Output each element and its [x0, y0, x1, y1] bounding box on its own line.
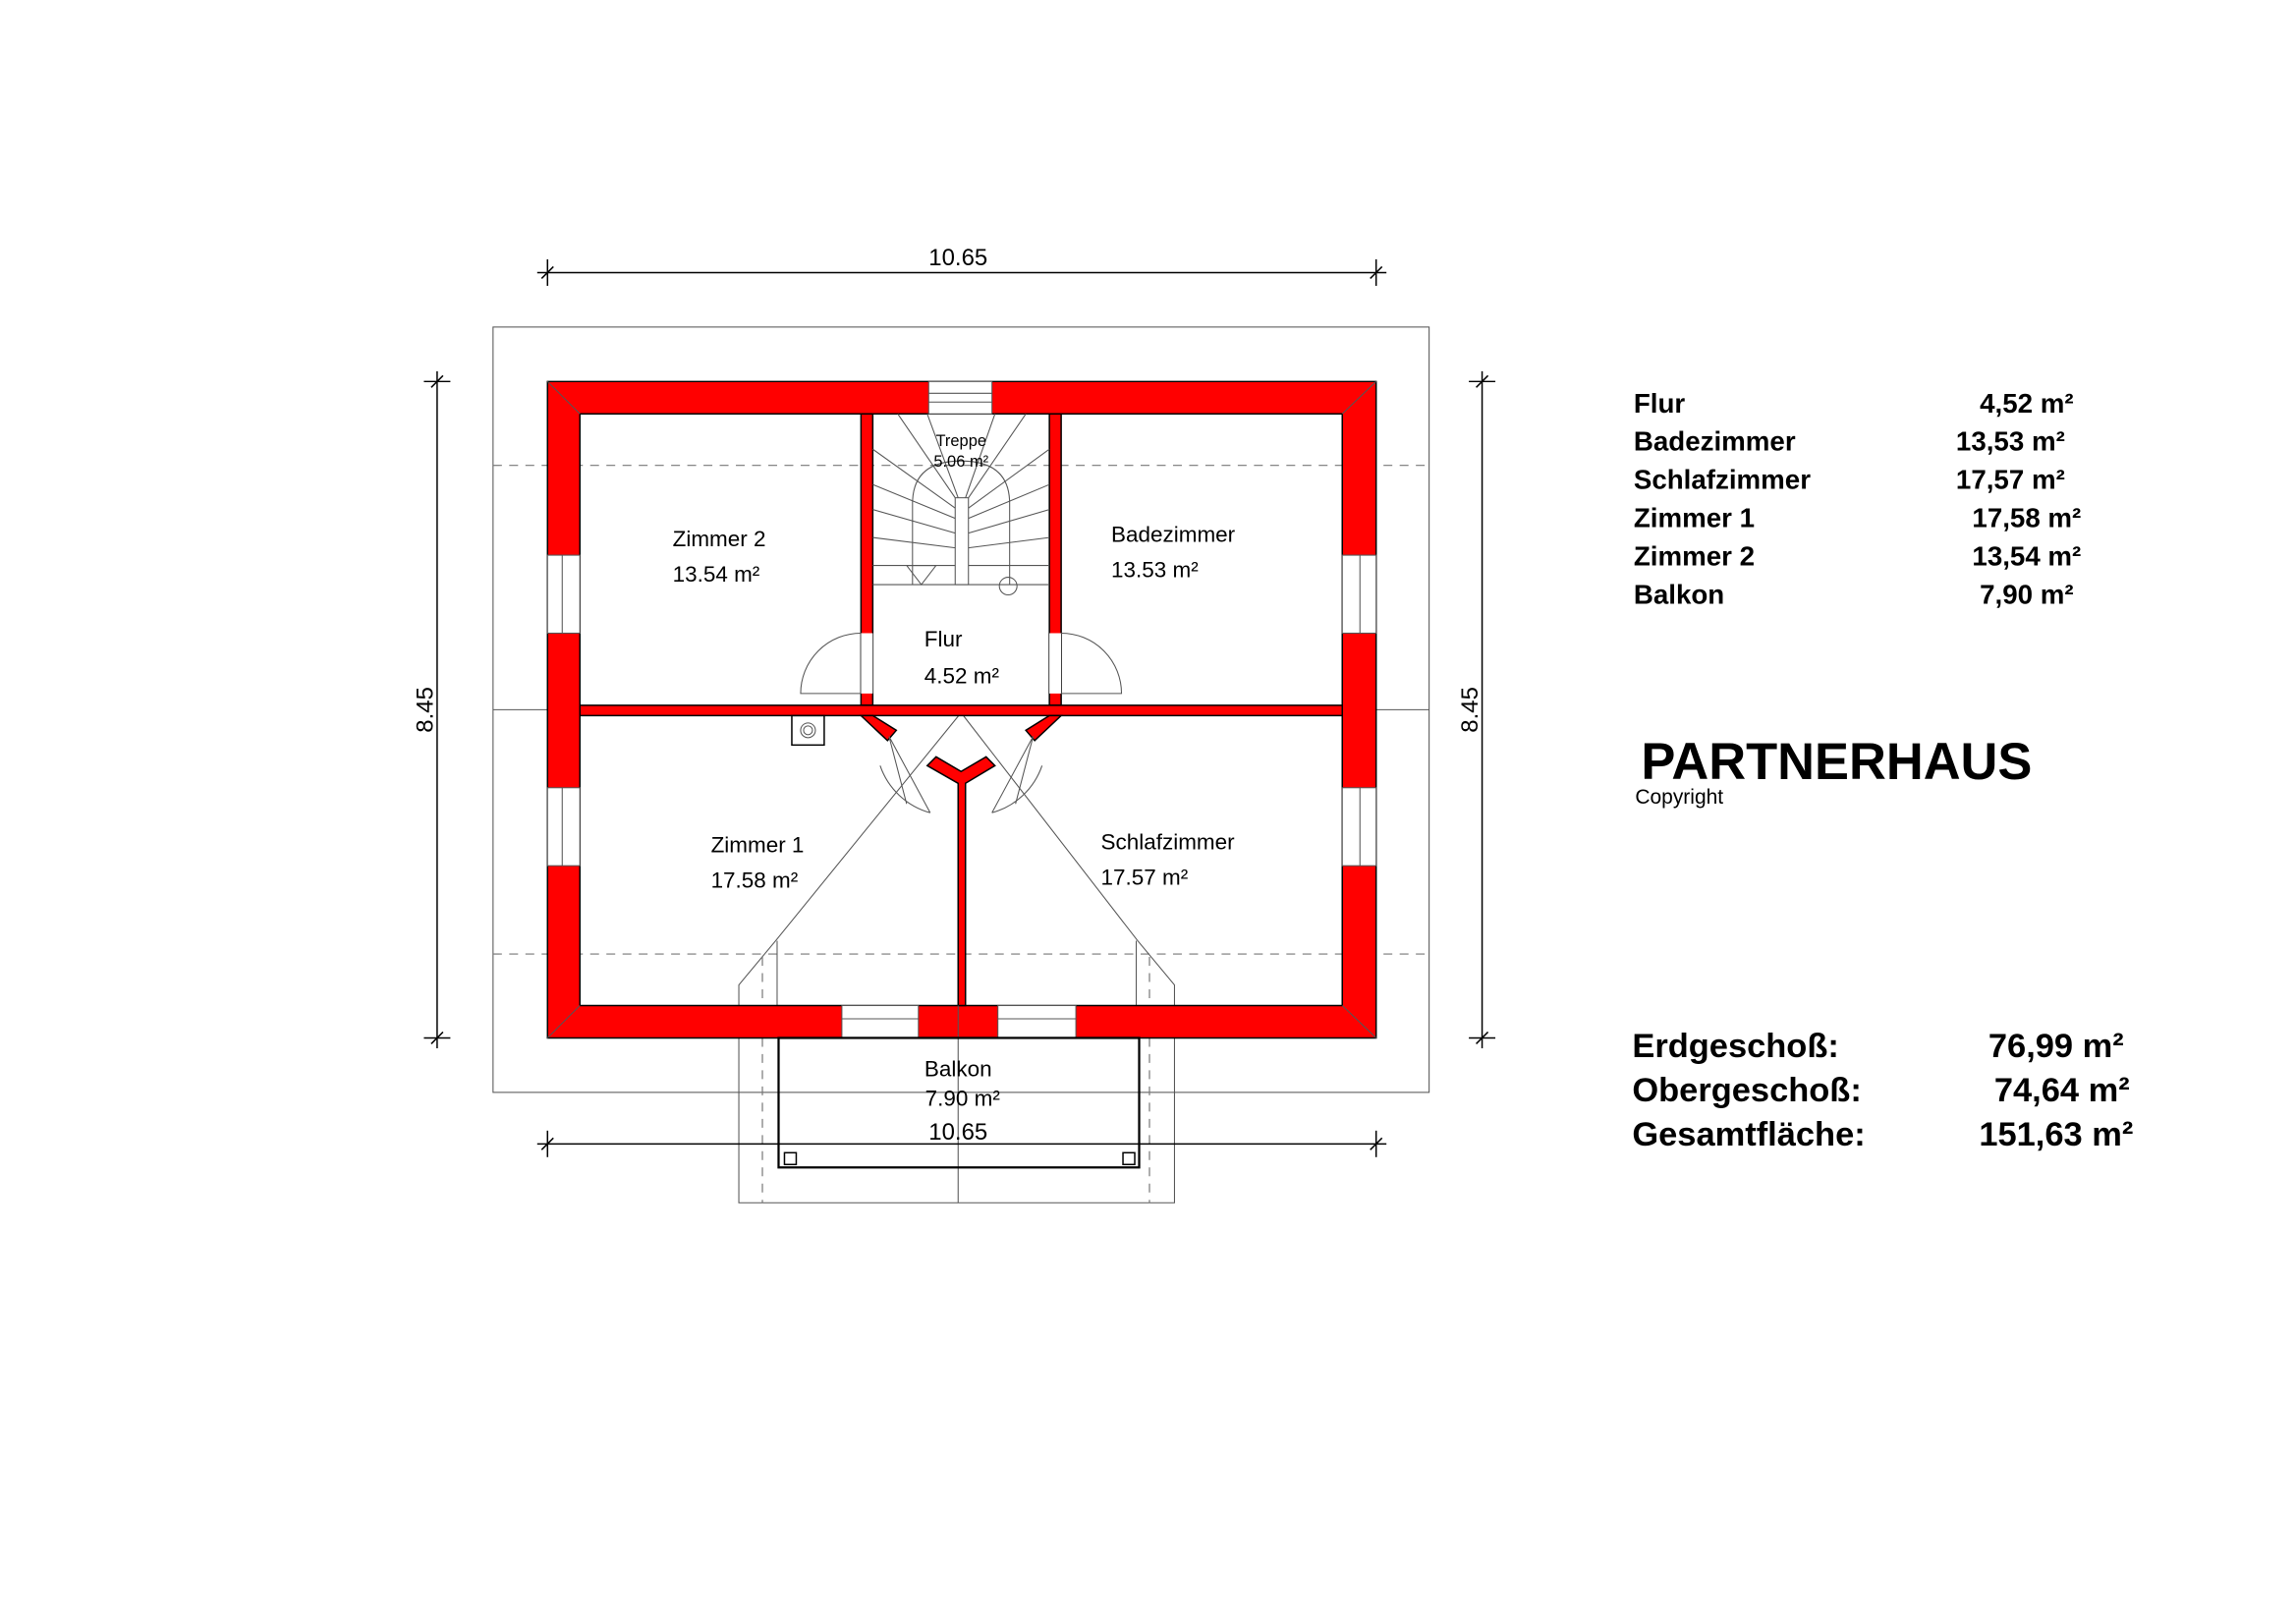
window-left-2	[546, 787, 581, 867]
area-label: Zimmer 1	[1634, 503, 1755, 533]
door-zimmer1	[879, 736, 931, 813]
windows	[546, 380, 1377, 1038]
room-area-treppe: 5.06 m²	[933, 453, 988, 471]
dormer-lines	[738, 712, 1175, 1204]
stair-post-icon	[998, 577, 1018, 596]
dimension-width-top: 10.65	[928, 245, 987, 271]
wall-corner-lines	[546, 380, 1377, 1038]
stair-direction-arrow-icon	[905, 565, 937, 586]
area-value: 17,58 m²	[1972, 503, 2081, 533]
area-label: Badezimmer	[1634, 426, 1796, 457]
window-top	[927, 380, 993, 415]
window-bottom-2	[997, 1004, 1077, 1038]
summary-label: Erdgeschoß:	[1632, 1028, 1838, 1065]
chimney-icon	[791, 714, 825, 747]
doors	[800, 632, 1123, 813]
area-value: 17,57 m²	[1956, 465, 2065, 495]
room-name-treppe: Treppe	[935, 432, 986, 450]
room-name-schlafzimmer: Schlafzimmer	[1101, 830, 1236, 855]
summary-value: 76,99 m²	[1988, 1028, 2124, 1065]
summary-value: 151,63 m²	[1979, 1116, 2133, 1153]
dimension-height-left: 8.45	[412, 687, 438, 733]
room-area-badezimmer: 13.53 m²	[1111, 558, 1199, 583]
balcony	[777, 1036, 1141, 1169]
summary-label: Obergeschoß:	[1632, 1072, 1861, 1109]
window-right-2	[1341, 787, 1377, 867]
copyright-text: Copyright	[1635, 786, 1723, 809]
area-value: 7,90 m²	[1980, 580, 2073, 610]
brand-name: PARTNERHAUS	[1641, 734, 2032, 791]
area-label: Flur	[1634, 388, 1686, 419]
dimension-height-right: 8.45	[1457, 687, 1484, 733]
window-left-1	[546, 554, 581, 635]
area-value: 13,53 m²	[1956, 426, 2065, 457]
room-area-schlafzimmer: 17.57 m²	[1101, 866, 1189, 890]
room-name-zimmer1: Zimmer 1	[711, 833, 805, 858]
room-name-zimmer2: Zimmer 2	[673, 527, 766, 551]
area-label: Balkon	[1634, 580, 1724, 610]
dimension-width-bottom: 10.65	[928, 1119, 987, 1146]
area-summary: Erdgeschoß: 76,99 m² Obergeschoß: 74,64 …	[1632, 1028, 2133, 1153]
area-table: Flur 4,52 m² Badezimmer 13,53 m² Schlafz…	[1634, 388, 2081, 610]
area-value: 13,54 m²	[1972, 541, 2081, 572]
summary-label: Gesamtfläche:	[1632, 1116, 1865, 1153]
interior-walls	[579, 413, 1343, 1007]
room-labels: Zimmer 2 13.54 m² Badezimmer 13.53 m² Tr…	[673, 432, 1236, 1110]
summary-value: 74,64 m²	[1994, 1072, 2130, 1109]
dimension-lines	[423, 258, 1496, 1157]
room-area-zimmer2: 13.54 m²	[673, 562, 760, 587]
door-zimmer2	[800, 632, 862, 695]
room-name-badezimmer: Badezimmer	[1111, 523, 1236, 547]
door-schlafzimmer	[991, 736, 1043, 813]
room-area-balkon: 7.90 m²	[925, 1086, 1001, 1110]
room-area-zimmer1: 17.58 m²	[711, 868, 799, 893]
area-value: 4,52 m²	[1980, 388, 2073, 419]
window-right-1	[1341, 554, 1377, 635]
room-area-flur: 4.52 m²	[924, 663, 1000, 688]
room-name-flur: Flur	[924, 627, 963, 651]
door-badezimmer	[1061, 632, 1123, 695]
staircase	[872, 413, 1050, 596]
area-label: Schlafzimmer	[1634, 465, 1811, 495]
window-bottom-1	[841, 1004, 920, 1038]
room-name-balkon: Balkon	[924, 1056, 992, 1081]
area-label: Zimmer 2	[1634, 541, 1755, 572]
